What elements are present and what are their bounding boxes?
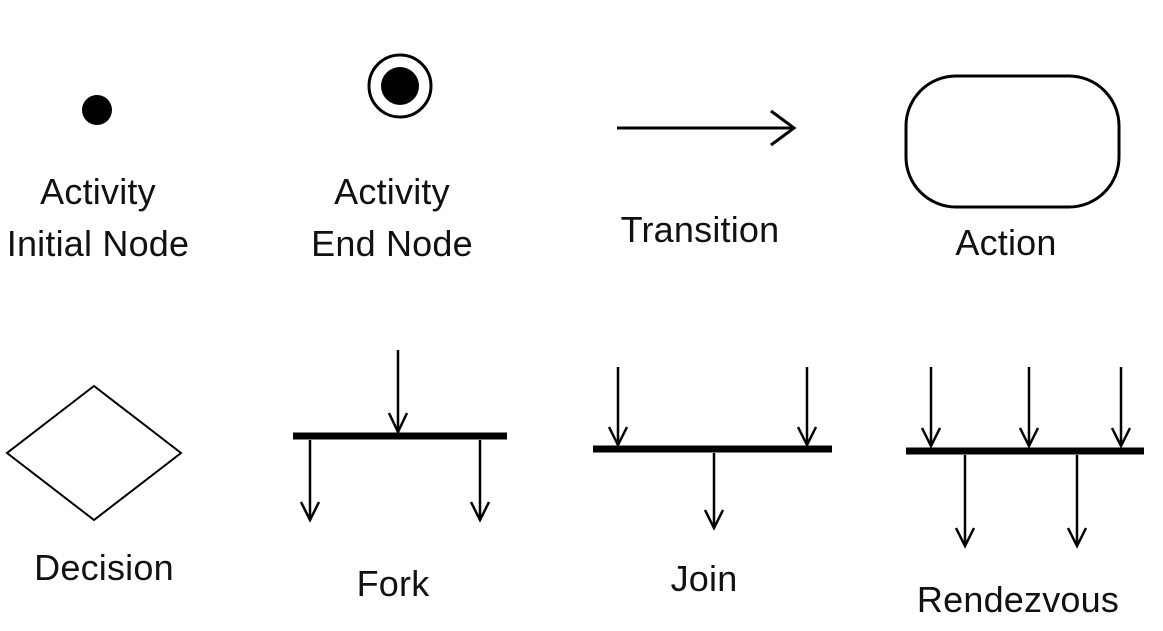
end-node-label-line2: End Node: [311, 223, 473, 264]
end-node-icon: [367, 53, 433, 119]
rendezvous-icon: [906, 367, 1144, 549]
transition-arrow-icon: [617, 109, 797, 147]
action-rounded-rectangle-icon: [904, 74, 1121, 209]
decision-diamond-icon: [5, 384, 183, 522]
initial-node-icon: [82, 95, 112, 125]
fork-icon: [293, 350, 507, 523]
initial-node-label-line2: Initial Node: [6, 223, 190, 264]
join-icon: [593, 367, 832, 531]
rendezvous-label: Rendezvous: [916, 579, 1120, 620]
initial-node-label: Activity Initial Node: [7, 166, 190, 270]
transition-label: Transition: [620, 209, 780, 250]
initial-node-label-line1: Activity: [40, 171, 156, 212]
join-label: Join: [670, 558, 738, 599]
decision-label: Decision: [34, 547, 174, 588]
action-label: Action: [955, 222, 1057, 263]
fork-label: Fork: [356, 563, 430, 604]
end-node-label: Activity End Node: [311, 166, 473, 270]
end-node-label-line1: Activity: [334, 171, 450, 212]
